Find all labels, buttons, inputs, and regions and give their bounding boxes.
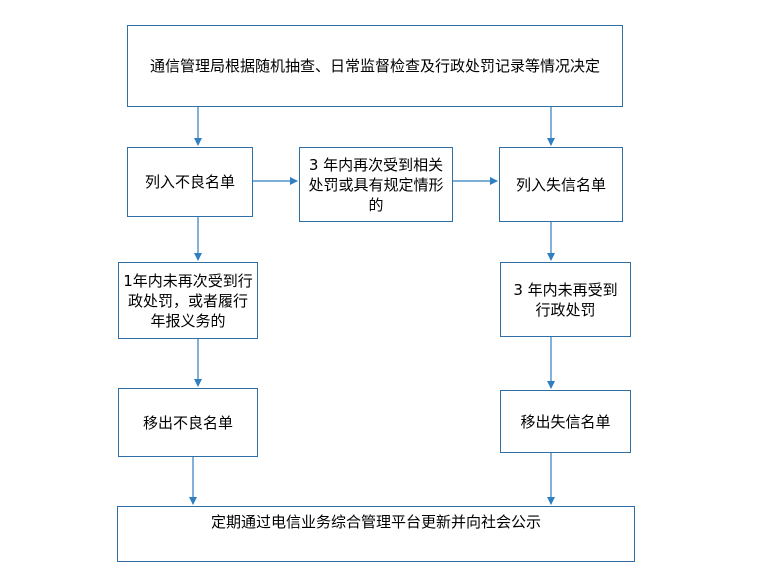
bad-list-removal-box: 移出不良名单 — [118, 388, 258, 457]
bad-list-entry-text: 列入不良名单 — [144, 173, 235, 191]
bad-list-removal-text: 移出不良名单 — [142, 413, 233, 432]
repeat-penalty-condition-box: 3 年内再次受到相关处罚或具有规定情形的 — [299, 147, 453, 222]
credit-list-removal-text: 移出失信名单 — [520, 412, 611, 431]
repeat-penalty-condition-text: 3 年内再次受到相关处罚或具有规定情形的 — [308, 155, 444, 214]
credit-list-removal-condition-text: 3 年内未再受到行政处罚 — [513, 280, 618, 319]
bad-list-removal-condition-text: 1年内未再次受到行政处罚，或者履行年报义务的 — [123, 271, 253, 330]
decision-source-box: 通信管理局根据随机抽查、日常监督检查及行政处罚记录等情况决定 — [127, 25, 623, 107]
public-announcement-box: 定期通过电信业务综合管理平台更新并向社会公示 — [117, 506, 635, 562]
credit-list-removal-box: 移出失信名单 — [500, 390, 631, 453]
public-announcement-text: 定期通过电信业务综合管理平台更新并向社会公示 — [210, 513, 541, 531]
bad-list-entry-box: 列入不良名单 — [127, 147, 253, 217]
decision-source-text: 通信管理局根据随机抽查、日常监督检查及行政处罚记录等情况决定 — [149, 57, 600, 75]
credit-list-entry-box: 列入失信名单 — [499, 147, 623, 222]
credit-list-entry-text: 列入失信名单 — [515, 175, 606, 194]
credit-list-removal-condition-box: 3 年内未再受到行政处罚 — [500, 262, 631, 337]
bad-list-removal-condition-box: 1年内未再次受到行政处罚，或者履行年报义务的 — [118, 262, 258, 339]
